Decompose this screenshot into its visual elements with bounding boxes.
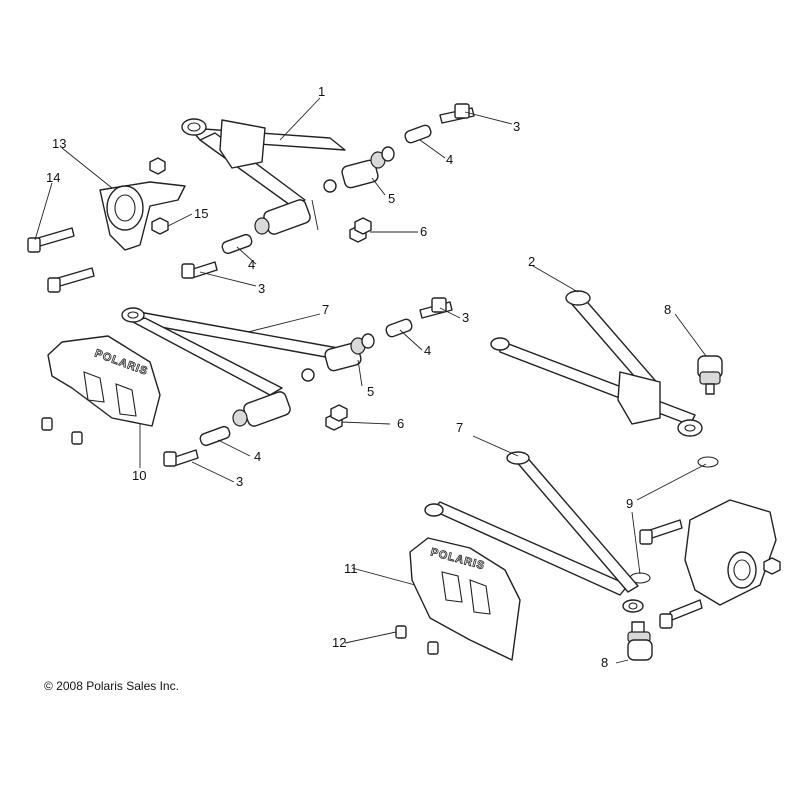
callout-4c: 4 xyxy=(424,343,431,358)
callout-3a: 3 xyxy=(513,119,520,134)
callout-7b: 7 xyxy=(456,420,463,435)
callout-12: 12 xyxy=(332,635,346,650)
callout-3d: 3 xyxy=(236,474,243,489)
callout-1: 1 xyxy=(318,84,325,99)
callout-11: 11 xyxy=(344,561,358,576)
ball-joint-8-top xyxy=(697,355,723,395)
bolts-14 xyxy=(27,227,95,293)
nuts-upper xyxy=(349,217,372,243)
callout-6a: 6 xyxy=(420,224,427,239)
callout-9: 9 xyxy=(626,496,633,511)
sleeves-upper xyxy=(221,124,432,255)
skid-guard-10: POLARIS xyxy=(41,335,161,445)
callout-5b: 5 xyxy=(367,384,374,399)
lower-a-arm-7-bottom xyxy=(424,451,644,613)
copyright-notice: © 2008 Polaris Sales Inc. xyxy=(44,679,179,693)
callout-14: 14 xyxy=(46,170,60,185)
bushing-set-upper xyxy=(254,146,395,235)
sleeves-lower xyxy=(199,318,413,447)
callout-15: 15 xyxy=(194,206,208,221)
spindle-13 xyxy=(99,157,186,251)
spindle-right xyxy=(639,499,781,629)
callout-2: 2 xyxy=(528,254,535,269)
callout-8a: 8 xyxy=(664,302,671,317)
callout-7a: 7 xyxy=(322,302,329,317)
leader-lines xyxy=(34,97,707,664)
callout-4d: 4 xyxy=(254,449,261,464)
ball-joint-8-bottom xyxy=(627,621,653,661)
callout-13: 13 xyxy=(52,136,66,151)
skid-guard-11: POLARIS xyxy=(395,537,521,661)
callout-5a: 5 xyxy=(388,191,395,206)
callout-4b: 4 xyxy=(248,257,255,272)
callout-labels: 1 2 3 3 3 3 4 4 4 4 5 5 6 6 7 7 8 8 9 10… xyxy=(46,84,671,670)
nuts-lower xyxy=(325,404,348,431)
callout-10: 10 xyxy=(132,468,146,483)
callout-3b: 3 xyxy=(258,281,265,296)
callout-8b: 8 xyxy=(601,655,608,670)
bolts-upper xyxy=(181,103,475,279)
callout-4a: 4 xyxy=(446,152,453,167)
upper-a-arm-1 xyxy=(181,118,346,206)
bolts-lower xyxy=(163,297,453,467)
callout-6b: 6 xyxy=(397,416,404,431)
bushing-set-lower xyxy=(232,333,375,427)
upper-a-arm-2 xyxy=(490,290,703,437)
callout-3c: 3 xyxy=(462,310,469,325)
